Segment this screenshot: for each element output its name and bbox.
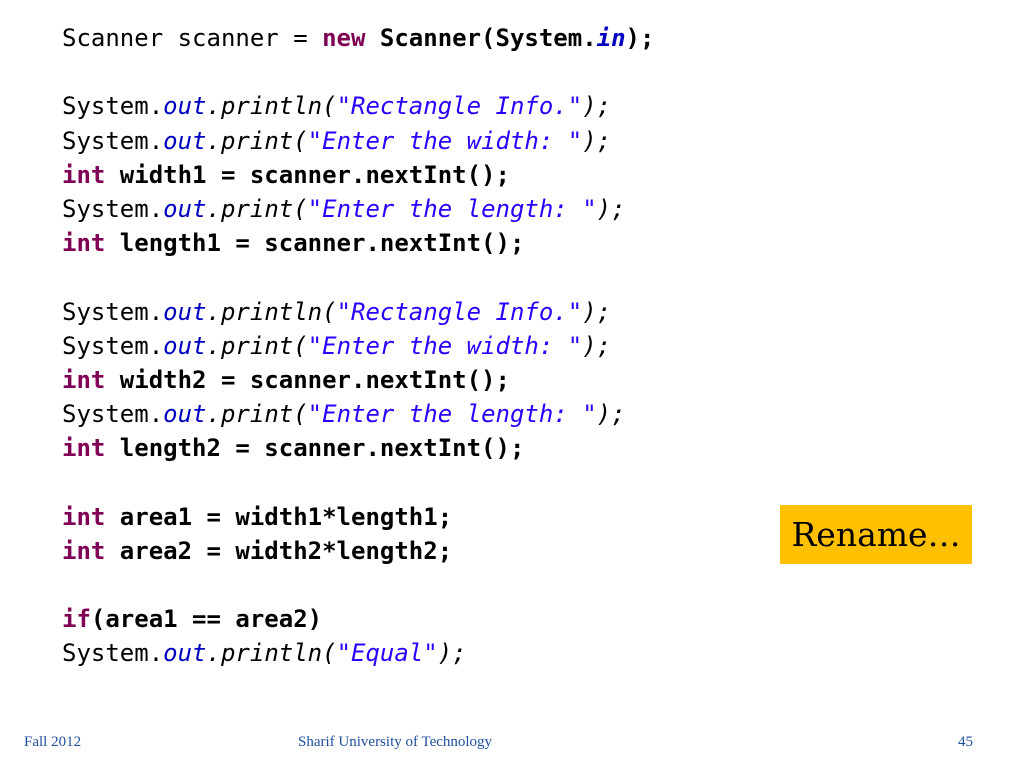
code-token: .print(: [206, 194, 308, 223]
code-token: );: [582, 297, 612, 326]
code-token: System.: [62, 126, 164, 155]
rename-callout-label: Rename…: [791, 515, 961, 554]
code-blank-line: [62, 568, 654, 602]
code-token: );: [596, 400, 626, 429]
code-token: );: [582, 92, 612, 121]
code-line: System.out.print("Enter the width: ");: [62, 329, 654, 363]
code-token: System.: [62, 639, 164, 668]
code-line: System.out.print("Enter the length: ");: [62, 397, 654, 431]
code-token: int: [62, 536, 106, 565]
rename-callout: Rename…: [780, 505, 972, 564]
code-token: out: [163, 400, 207, 429]
code-blank-line: [62, 55, 654, 89]
code-line: int width1 = scanner.nextInt();: [62, 158, 654, 192]
code-line: System.out.println("Equal");: [62, 636, 654, 670]
code-token: System.: [62, 297, 164, 326]
code-token: out: [163, 297, 207, 326]
code-line: int area2 = width2*length2;: [62, 534, 654, 568]
code-line: int length1 = scanner.nextInt();: [62, 226, 654, 260]
code-token: );: [582, 126, 612, 155]
code-blank-line: [62, 465, 654, 499]
code-token: area2 = width2*length2;: [105, 536, 453, 565]
code-line: Scanner scanner = new Scanner(System.in)…: [62, 21, 654, 55]
code-token: .println(: [206, 639, 337, 668]
code-token: .print(: [206, 400, 308, 429]
code-token: out: [163, 92, 207, 121]
code-token: System.: [62, 92, 164, 121]
code-token: .println(: [206, 92, 337, 121]
footer-institution: Sharif University of Technology: [298, 734, 493, 750]
code-token: .print(: [206, 126, 308, 155]
code-token: "Rectangle Info.": [336, 92, 583, 121]
code-token: "Rectangle Info.": [336, 297, 583, 326]
code-token: System.: [62, 400, 164, 429]
code-line: int width2 = scanner.nextInt();: [62, 363, 654, 397]
code-token: "Enter the width: ": [307, 331, 583, 360]
code-token: if: [62, 605, 91, 634]
code-token: "Enter the width: ": [307, 126, 583, 155]
code-token: in: [596, 24, 626, 52]
code-block: Scanner scanner = new Scanner(System.in)…: [62, 21, 654, 671]
code-token: out: [163, 194, 207, 223]
code-token: "Enter the length: ": [307, 400, 597, 429]
code-token: length2 = scanner.nextInt();: [105, 434, 525, 463]
code-token: System.: [62, 331, 164, 360]
code-line: System.out.println("Rectangle Info.");: [62, 295, 654, 329]
code-line: System.out.println("Rectangle Info.");: [62, 89, 654, 123]
code-token: int: [62, 229, 106, 258]
code-token: new: [322, 24, 366, 52]
code-token: width2 = scanner.nextInt();: [105, 365, 510, 394]
code-token: int: [62, 502, 106, 531]
code-line: int length2 = scanner.nextInt();: [62, 431, 654, 465]
code-token: );: [582, 331, 612, 360]
code-token: );: [596, 194, 626, 223]
code-token: length1 = scanner.nextInt();: [105, 229, 525, 258]
code-token: (area1 == area2): [90, 605, 323, 634]
code-token: out: [163, 126, 207, 155]
footer-date: Fall 2012: [24, 734, 82, 750]
code-token: );: [437, 639, 467, 668]
code-token: System.: [62, 194, 164, 223]
code-token: int: [62, 365, 106, 394]
code-line: if(area1 == area2): [62, 602, 654, 636]
code-token: "Enter the length: ": [307, 194, 597, 223]
code-token: int: [62, 434, 106, 463]
code-token: out: [163, 639, 207, 668]
code-token: width1 = scanner.nextInt();: [105, 160, 510, 189]
code-token: .println(: [206, 297, 337, 326]
code-token: "Equal": [336, 639, 438, 668]
code-line: System.out.print("Enter the length: ");: [62, 192, 654, 226]
page-number: 45: [958, 734, 973, 750]
code-token: );: [625, 24, 655, 52]
code-line: int area1 = width1*length1;: [62, 500, 654, 534]
code-token: int: [62, 160, 106, 189]
code-blank-line: [62, 260, 654, 294]
code-token: out: [163, 331, 207, 360]
code-line: System.out.print("Enter the width: ");: [62, 124, 654, 158]
code-token: area1 = width1*length1;: [105, 502, 453, 531]
code-token: .print(: [206, 331, 308, 360]
code-token: Scanner(System.: [365, 24, 597, 52]
code-token: Scanner scanner =: [62, 24, 323, 52]
